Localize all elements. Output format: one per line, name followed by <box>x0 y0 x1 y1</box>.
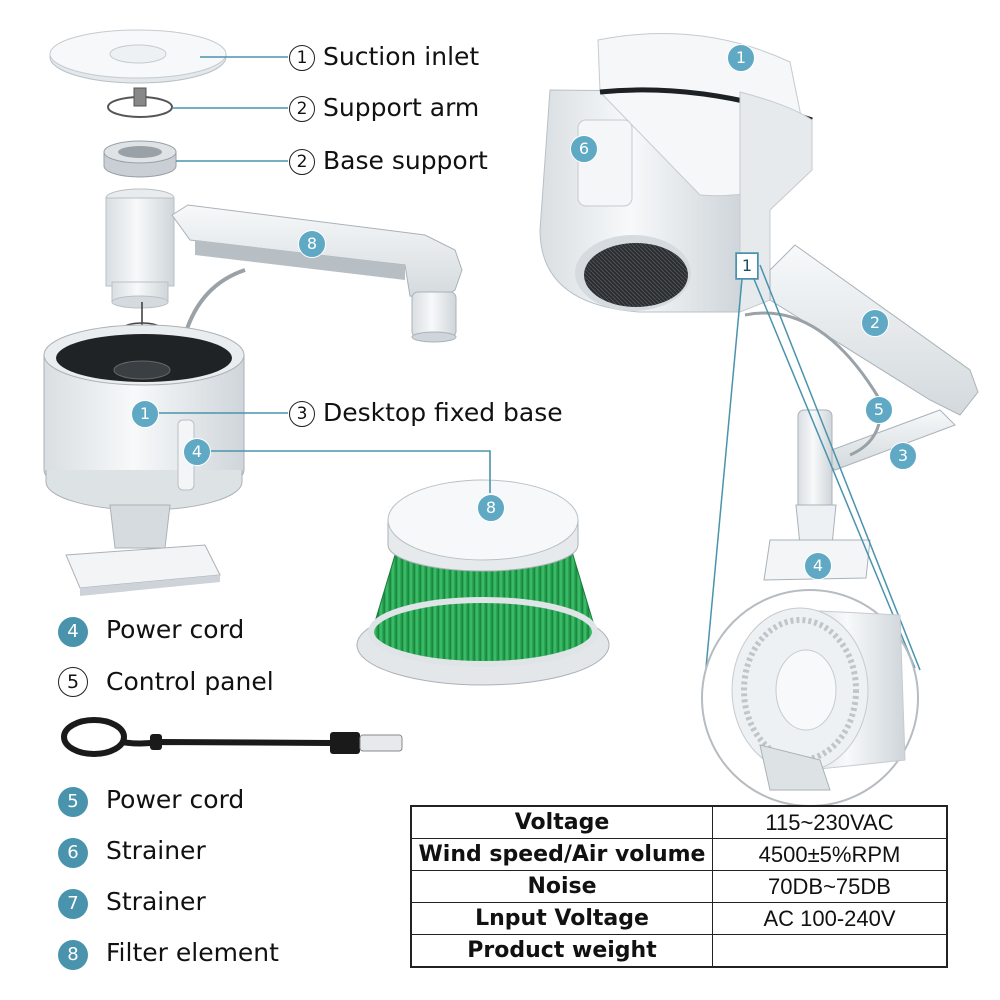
legend-number: 6 <box>58 838 88 868</box>
legend-item-strainer-7: 7 Strainer <box>58 886 206 919</box>
legend-number: 4 <box>58 617 88 647</box>
legend-text: Strainer <box>106 887 206 916</box>
spec-label: Lnput Voltage <box>410 902 713 935</box>
badge-right-arm-upper: 2 <box>861 309 889 337</box>
legend-item-control-panel: 5 Control panel <box>58 666 274 698</box>
zoom-lines <box>705 252 921 671</box>
callout-text: Base support <box>323 146 488 175</box>
badge-left-panel: 4 <box>183 438 211 466</box>
zoom-detail <box>701 589 919 807</box>
spec-value: 115~230VAC <box>712 805 948 839</box>
legend-text: Power cord <box>106 615 245 644</box>
legend-item-power-cord-5: 5 Power cord <box>58 784 244 817</box>
suction-inlet-part <box>49 29 227 84</box>
right-arm-part <box>744 244 979 581</box>
spec-label: Noise <box>410 870 713 903</box>
legend-number: 5 <box>58 787 88 817</box>
legend-number: 5 <box>58 667 88 697</box>
legend-number: 7 <box>58 889 88 919</box>
callout-number: 1 <box>289 45 315 71</box>
badge-right-clamp: 4 <box>804 552 832 580</box>
callout-number: 2 <box>289 96 315 122</box>
badge-left-base: 1 <box>131 400 159 428</box>
badge-filter: 8 <box>477 494 505 522</box>
base-support-part <box>103 140 177 178</box>
usb-cable-icon <box>61 717 403 757</box>
table-row: Product weight <box>410 934 948 968</box>
callout-number: 2 <box>289 149 315 175</box>
callout-suction-inlet: 1 Suction inlet <box>289 42 479 72</box>
spec-value: AC 100-240V <box>712 902 948 935</box>
spec-label: Product weight <box>410 934 713 968</box>
callout-text: Desktop fixed base <box>323 398 563 427</box>
arm-part <box>171 204 463 343</box>
badge-right-inlet: 1 <box>736 253 758 279</box>
callout-number: 3 <box>289 401 315 427</box>
spec-label: Wind speed/Air volume <box>410 838 713 871</box>
leader-lines <box>156 56 491 493</box>
badge-right-panel: 6 <box>570 135 598 163</box>
spec-value: 4500±5%RPM <box>712 838 948 871</box>
badge-right-arm-lower: 3 <box>889 442 917 470</box>
legend-number: 8 <box>58 940 88 970</box>
callout-base-support: 2 Base support <box>289 146 488 176</box>
legend-item-power-cord-4: 4 Power cord <box>58 614 244 647</box>
callout-text: Suction inlet <box>323 42 480 71</box>
badge-right-cable: 5 <box>865 396 893 424</box>
legend-text: Filter element <box>106 938 279 967</box>
badge-left-arm: 8 <box>298 230 326 258</box>
callout-desktop-fixed-base: 3 Desktop fixed base <box>289 398 563 428</box>
badge-right-head: 1 <box>727 44 755 72</box>
legend-item-strainer-6: 6 Strainer <box>58 835 206 868</box>
legend-text: Power cord <box>106 785 245 814</box>
callout-text: Support arm <box>323 93 480 122</box>
spec-label: Voltage <box>410 805 713 839</box>
spec-value: 70DB~75DB <box>712 870 948 903</box>
spec-value <box>712 934 948 968</box>
callout-support-arm: 2 Support arm <box>289 93 479 123</box>
legend-text: Strainer <box>106 836 206 865</box>
support-arm-part <box>107 87 173 118</box>
desktop-base-part <box>43 324 245 596</box>
legend-item-filter-element: 8 Filter element <box>58 937 279 970</box>
column-part <box>105 188 175 309</box>
legend-text: Control panel <box>106 667 274 696</box>
